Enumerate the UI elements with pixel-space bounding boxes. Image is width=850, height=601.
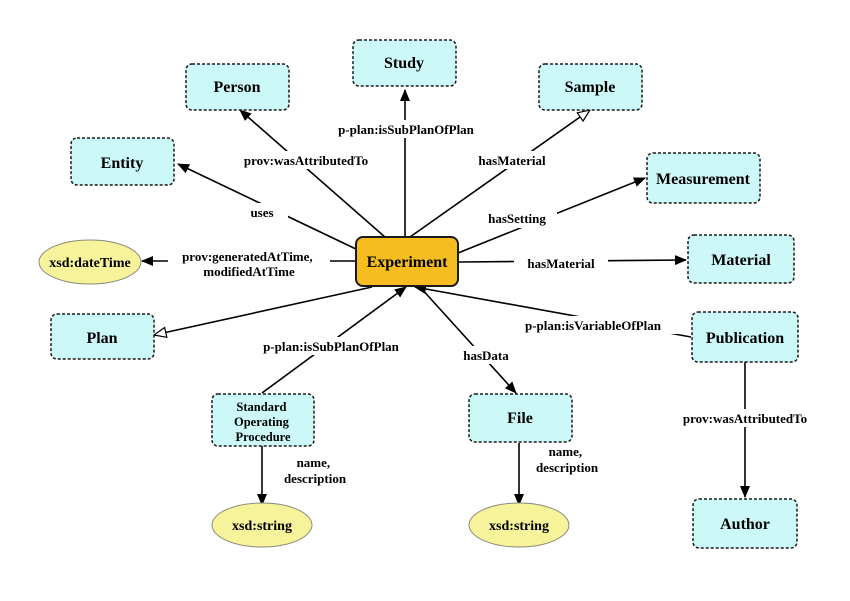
node-sample-label: Sample [565,79,616,96]
node-experiment-label: Experiment [367,254,449,271]
node-file: File [468,393,573,443]
edge-label-sop-line-2: description [284,471,347,486]
edge-label-has-material-sample: hasMaterial [478,153,546,168]
node-publication-label: Publication [706,330,784,347]
node-experiment: Experiment [355,236,459,287]
edge-label-was-attributed-to-author: prov:wasAttributedTo [683,411,807,426]
edge-label-has-setting: hasSetting [488,211,546,226]
edge-label-sop-line-1: name, [297,455,331,470]
node-xsd-string-sop-label: xsd:string [232,519,292,534]
edge-experiment-to-sample [409,110,590,238]
node-publication: Publication [691,311,799,363]
node-person-label: Person [213,79,260,96]
node-sop-line-3: Procedure [235,430,291,444]
edge-experiment-to-person [239,109,387,239]
edge-label-sop-name-description: name, description [284,455,347,486]
node-material: Material [687,234,795,284]
node-measurement-label: Measurement [656,171,751,188]
node-person: Person [185,63,290,111]
node-sample: Sample [538,63,643,111]
node-sop-line-1: Standard [236,400,286,414]
edge-label-has-data: hasData [463,348,509,363]
edge-label-is-sub-plan-of-plan-study: p-plan:isSubPlanOfPlan [338,122,475,137]
node-measurement: Measurement [646,152,761,204]
edge-experiment-to-plan [154,286,373,335]
node-sop: Standard Operating Procedure [211,393,315,447]
node-study: Study [352,39,457,87]
node-plan-label: Plan [86,330,117,347]
edge-label-was-attributed-to-person: prov:wasAttributedTo [244,153,368,168]
edge-label-uses: uses [250,205,273,220]
edge-label-file-line-1: name, [549,444,583,459]
node-xsd-datetime-label: xsd:dateTime [49,256,130,271]
node-sop-label: Standard Operating Procedure [234,400,292,444]
edge-label-generated-at-time: prov:generatedAtTime, modifiedAtTime [182,249,316,279]
node-author-label: Author [720,516,770,533]
nodes: Study Person Sample Entity Measurement x… [38,39,799,549]
edge-labels: p-plan:isSubPlanOfPlan prov:wasAttribute… [168,120,830,486]
node-xsd-string-sop: xsd:string [211,502,313,548]
edge-experiment-to-file [419,286,517,394]
node-sop-line-2: Operating [234,415,290,429]
edge-label-has-material-material: hasMaterial [527,256,595,271]
node-entity-label: Entity [101,155,144,172]
edge-label-file-line-2: description [536,460,599,475]
node-xsd-string-file: xsd:string [468,502,570,548]
node-entity: Entity [70,137,175,186]
edge-label-is-sub-plan-of-plan-sop: p-plan:isSubPlanOfPlan [263,339,400,354]
node-author: Author [692,498,798,549]
edge-label-generated-line-1: prov:generatedAtTime, [182,249,313,264]
node-xsd-string-file-label: xsd:string [489,519,549,534]
edge-label-generated-line-2: modifiedAtTime [203,264,295,279]
node-file-label: File [507,410,533,427]
node-xsd-datetime: xsd:dateTime [38,239,142,285]
edge-label-is-variable-of-plan: p-plan:isVariableOfPlan [525,318,662,333]
node-plan: Plan [50,313,155,360]
node-study-label: Study [384,55,424,72]
node-material-label: Material [711,252,771,269]
edge-label-file-name-description: name, description [536,444,599,475]
